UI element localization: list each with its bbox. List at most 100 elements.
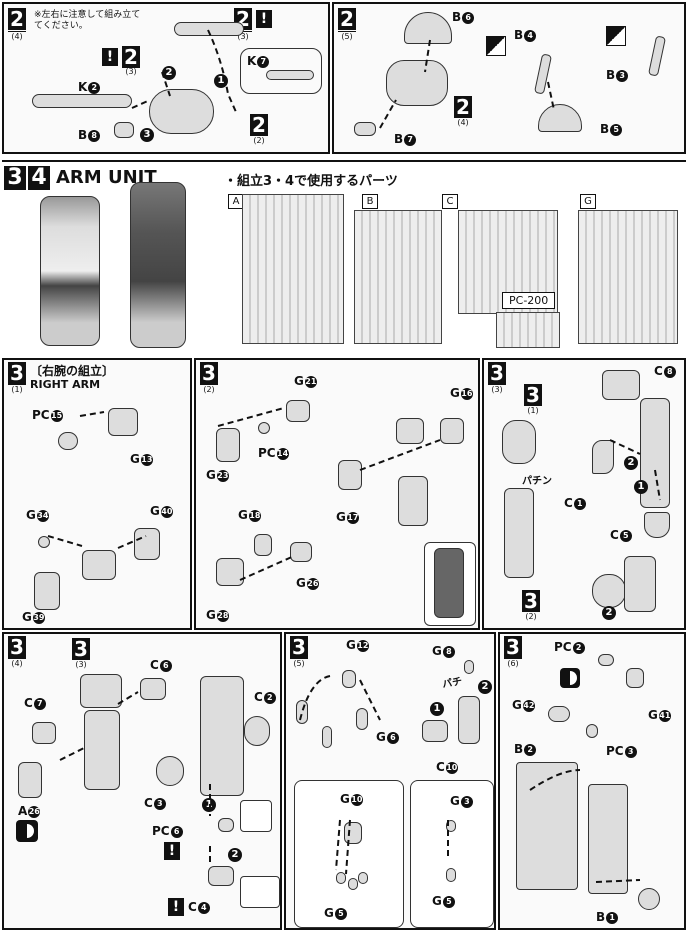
ref-step-sub: (3) (72, 659, 90, 669)
step-order-2: 2 (624, 456, 638, 470)
detail-callout (240, 48, 322, 94)
wrist-joint-part (638, 888, 660, 910)
completed-view (592, 574, 626, 608)
step-number: 3 (504, 636, 522, 658)
finger-part (348, 878, 358, 890)
section-number-4: 4 (28, 166, 50, 190)
finger-part (446, 820, 456, 832)
click-sound-text: パチン (522, 476, 552, 487)
elbow-cover-part (244, 716, 270, 746)
joint-part (108, 408, 138, 436)
ref-step-sub: (4) (454, 117, 472, 127)
completed-forearm (434, 548, 464, 618)
hand-cover-part (422, 720, 448, 742)
wrist-part (548, 706, 570, 722)
dome-cover-part (404, 12, 452, 44)
runner-g (578, 210, 678, 344)
joint-cap-part (208, 866, 234, 886)
arm-assembly (84, 710, 120, 790)
pc-runner-label: PC-200 (502, 292, 556, 309)
part-label-g16: G16 (450, 386, 473, 400)
polycap-part (586, 724, 598, 738)
step-order-1: 1 (202, 798, 216, 812)
arm-model-back (130, 182, 186, 348)
shoulder-cover-part (140, 678, 166, 700)
step-number: 3 (8, 636, 26, 658)
polycap-part (258, 422, 270, 434)
forearm-part (398, 476, 428, 526)
dome-cover-part (538, 104, 582, 132)
step-order-1: 1 (214, 74, 228, 88)
part-label-pc14: PC14 (258, 446, 289, 460)
flex-tube-part (174, 22, 244, 36)
elbow-part (216, 558, 244, 586)
step-order-2: 2 (602, 606, 616, 620)
panel-step-3-1: 3 (1) 〔右腕の組立〕 RIGHT ARM PC15 G13 G34 G40… (2, 358, 192, 630)
upper-arm-subassembly (502, 420, 536, 464)
part-label-g12: G12 (346, 638, 369, 652)
detail-callout (240, 800, 272, 832)
finger-part (322, 726, 332, 748)
wrist-part (626, 668, 644, 688)
completed-view (624, 556, 656, 612)
part-label-c10: C10 (436, 760, 458, 774)
joint-part (396, 418, 424, 444)
step-sub: (4) (8, 658, 26, 668)
finger-part (342, 670, 356, 688)
part-label-a26: A26 (18, 804, 41, 818)
ref-step-1: 3 (524, 384, 542, 406)
runner-label-c: C (442, 194, 458, 209)
shoulder-assembly (386, 60, 448, 106)
pin-part (38, 536, 50, 548)
step-order-2: 2 (478, 680, 492, 694)
armor-plate-part (32, 722, 56, 744)
arm-unit-section: 3 4 ARM UNIT ・組立3・4で使用するパーツ A B C PC-200… (2, 160, 686, 358)
small-connector-part (354, 122, 376, 136)
arm-block-part (216, 428, 240, 462)
part-label-g34: G34 (26, 508, 49, 522)
step-number: 2 (8, 8, 26, 30)
ref-step: 3 (72, 638, 90, 660)
step-number: 3 (200, 362, 218, 384)
panel-step-2-4: 2 (4) ※左右に注意して組み立ててください。 2 (3) ! ! 2 (3)… (2, 2, 330, 154)
ref-step-2: 3 (522, 590, 540, 612)
pose-icon (606, 26, 626, 46)
step-sub: (3) (488, 384, 506, 394)
ref-step-1-sub: (1) (524, 405, 542, 415)
section-number-3: 3 (4, 166, 26, 190)
runner-label-g: G (580, 194, 596, 209)
blade-part (647, 35, 667, 77)
part-label-g18: G18 (238, 508, 261, 522)
shoulder-part (149, 89, 214, 134)
finger-part (336, 872, 346, 884)
hand-part (458, 696, 480, 744)
finger-part (358, 872, 368, 884)
finger-part (356, 708, 368, 730)
hand-joint-part (134, 528, 160, 560)
ref-step-2-sub: (2) (522, 611, 540, 621)
hinge-part (290, 542, 312, 562)
part-label-g39: G39 (22, 610, 45, 624)
ref-step: 2 (454, 96, 472, 118)
armor-plate-part (18, 762, 42, 798)
